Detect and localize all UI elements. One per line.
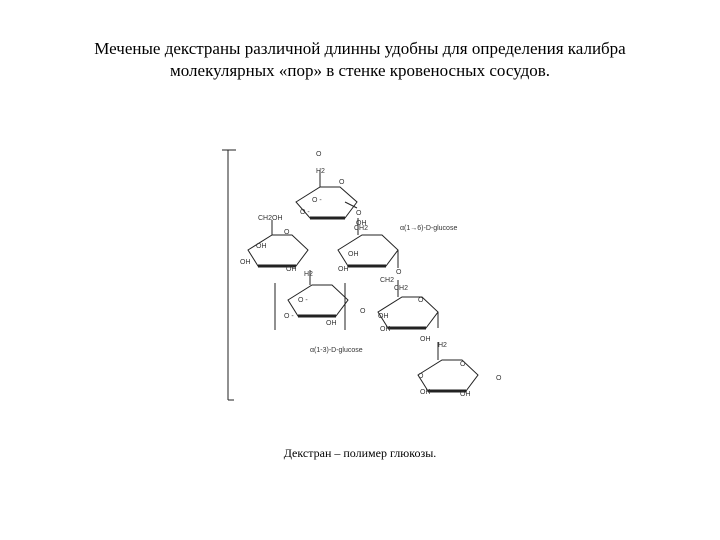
label-oh: OH — [326, 320, 337, 327]
label-oh: OH — [420, 336, 431, 343]
label-oh: OH — [348, 251, 359, 258]
label-oh: OH — [420, 389, 431, 396]
label-ch2oh: CH2OH — [258, 215, 283, 222]
label-h2: H2 — [438, 342, 447, 349]
label-oh: OH — [240, 259, 251, 266]
label-o: O — [316, 151, 322, 158]
label-oh: OH — [460, 391, 471, 398]
slide-title-line-1: Меченые декстраны различной длинны удобн… — [94, 39, 626, 58]
label-o-dash: O - — [284, 313, 294, 320]
label-oh: OH — [356, 220, 367, 227]
label-o: O — [396, 269, 402, 276]
label-ch2: CH2 — [380, 277, 394, 284]
slide-title-line-2: молекулярных «пор» в стенке кровеносных … — [170, 61, 550, 80]
label-ch2: CH2 — [394, 285, 408, 292]
link-label-alpha-1-6: α(1→6)-D-glucose — [400, 225, 457, 232]
label-h2: H2 — [304, 271, 313, 278]
slide-title: Меченые декстраны различной длинны удобн… — [40, 38, 680, 82]
label-h2: H2 — [316, 168, 325, 175]
label-oh: OH — [378, 313, 389, 320]
label-ch2: CH2 — [354, 225, 368, 232]
label-o: O — [418, 373, 424, 380]
label-o: O — [360, 308, 366, 315]
label-oh: OH — [380, 326, 391, 333]
link-label-alpha-1-3: α(1-3)-D-glucose — [310, 347, 363, 354]
label-o: O — [496, 375, 502, 382]
label-oh: OH — [286, 266, 297, 273]
glucose-ring-2 — [247, 234, 309, 267]
glucose-ring-6 — [417, 359, 479, 392]
figure-caption: Декстран – полимер глюкозы. — [283, 446, 437, 460]
glucose-ring-3 — [337, 234, 399, 267]
label-o-dash: O - — [298, 297, 308, 304]
glucose-ring-4 — [287, 284, 349, 317]
label-o: O — [418, 297, 424, 304]
label-o: O — [356, 210, 362, 217]
label-o: O — [339, 179, 345, 186]
label-o: O — [284, 229, 290, 236]
label-o: O — [460, 361, 466, 368]
label-oh: OH — [256, 243, 267, 250]
label-o-dash: O - — [312, 197, 322, 204]
label-o-dash: O - — [300, 209, 310, 216]
label-oh: OH — [338, 266, 349, 273]
